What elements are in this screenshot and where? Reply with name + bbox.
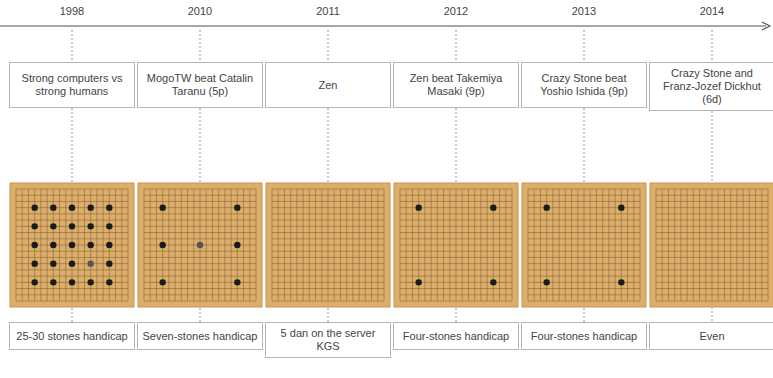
guide-line bbox=[584, 30, 585, 62]
go-stone bbox=[415, 204, 421, 210]
year-label: 2013 bbox=[572, 5, 596, 17]
go-stone bbox=[159, 279, 165, 285]
box-text: Strong computers vs strong humans bbox=[14, 72, 130, 98]
go-stone bbox=[618, 279, 624, 285]
box-text: MogoTW beat Catalin Taranu (5p) bbox=[142, 72, 258, 98]
box-text: Even bbox=[699, 330, 724, 343]
go-stone bbox=[106, 279, 112, 285]
result-box: 25-30 stones handicap bbox=[9, 322, 135, 350]
result-box: Four-stones handicap bbox=[521, 322, 647, 350]
guide-line bbox=[328, 30, 329, 62]
go-stone bbox=[50, 204, 56, 210]
result-box: Four-stones handicap bbox=[393, 322, 519, 350]
year-label: 2010 bbox=[188, 5, 212, 17]
go-stone bbox=[490, 204, 496, 210]
go-stone bbox=[69, 260, 75, 266]
year-label: 2011 bbox=[316, 5, 340, 17]
go-stone bbox=[490, 279, 496, 285]
event-box: MogoTW beat Catalin Taranu (5p) bbox=[137, 62, 263, 108]
box-text: 25-30 stones handicap bbox=[16, 330, 127, 343]
event-box: Crazy Stone and Franz-Jozef Dickhut (6d) bbox=[649, 62, 773, 111]
go-stone bbox=[50, 279, 56, 285]
go-stone bbox=[106, 242, 112, 248]
box-text: Zen bbox=[319, 79, 338, 92]
time-axis bbox=[0, 26, 766, 27]
go-stone bbox=[31, 223, 37, 229]
go-stone bbox=[87, 279, 93, 285]
box-text: Crazy Stone beat Yoshio Ishida (9p) bbox=[526, 72, 642, 98]
go-stone bbox=[87, 260, 93, 266]
go-stone bbox=[50, 223, 56, 229]
year-label: 2012 bbox=[444, 5, 468, 17]
go-stone bbox=[31, 204, 37, 210]
guide-line bbox=[72, 30, 73, 62]
go-stone bbox=[50, 242, 56, 248]
event-box: Crazy Stone beat Yoshio Ishida (9p) bbox=[521, 62, 647, 108]
box-text: Zen beat Takemiya Masaki (9p) bbox=[398, 72, 514, 98]
go-board bbox=[138, 183, 262, 307]
event-box: Zen beat Takemiya Masaki (9p) bbox=[393, 62, 519, 108]
go-stone bbox=[31, 242, 37, 248]
go-stone bbox=[543, 204, 549, 210]
go-stone bbox=[69, 242, 75, 248]
go-stone bbox=[69, 279, 75, 285]
go-stone bbox=[234, 242, 240, 248]
go-stone bbox=[159, 204, 165, 210]
box-text: Seven-stones handicap bbox=[143, 330, 258, 343]
guide-line bbox=[456, 30, 457, 62]
go-stone bbox=[106, 223, 112, 229]
box-text: 5 dan on the server KGS bbox=[270, 327, 386, 353]
axis-arrowhead bbox=[762, 22, 770, 30]
go-stone bbox=[197, 242, 203, 248]
event-box: Zen bbox=[265, 62, 391, 108]
guide-line bbox=[200, 30, 201, 62]
go-board bbox=[10, 183, 134, 307]
go-board bbox=[266, 183, 390, 307]
go-board bbox=[650, 183, 773, 307]
year-label: 2014 bbox=[700, 5, 724, 17]
go-stone bbox=[415, 279, 421, 285]
go-stone bbox=[87, 242, 93, 248]
result-box: Seven-stones handicap bbox=[137, 322, 263, 350]
go-stone bbox=[69, 223, 75, 229]
go-stone bbox=[50, 260, 56, 266]
go-stone bbox=[69, 204, 75, 210]
box-text: Four-stones handicap bbox=[403, 330, 509, 343]
go-board bbox=[394, 183, 518, 307]
result-box: Even bbox=[649, 322, 773, 350]
go-stone bbox=[31, 260, 37, 266]
year-label: 1998 bbox=[60, 5, 84, 17]
go-stone bbox=[234, 204, 240, 210]
box-text: Four-stones handicap bbox=[531, 330, 637, 343]
event-box: Strong computers vs strong humans bbox=[9, 62, 135, 108]
go-board bbox=[522, 183, 646, 307]
go-stone bbox=[106, 204, 112, 210]
go-stone bbox=[106, 260, 112, 266]
go-stone bbox=[618, 204, 624, 210]
go-stone bbox=[87, 223, 93, 229]
go-stone bbox=[159, 242, 165, 248]
guide-line bbox=[712, 30, 713, 62]
box-text: Crazy Stone and Franz-Jozef Dickhut (6d) bbox=[654, 67, 770, 106]
go-stone bbox=[31, 279, 37, 285]
go-stone bbox=[87, 204, 93, 210]
go-stone bbox=[234, 279, 240, 285]
result-box: 5 dan on the server KGS bbox=[265, 322, 391, 358]
go-stone bbox=[543, 279, 549, 285]
